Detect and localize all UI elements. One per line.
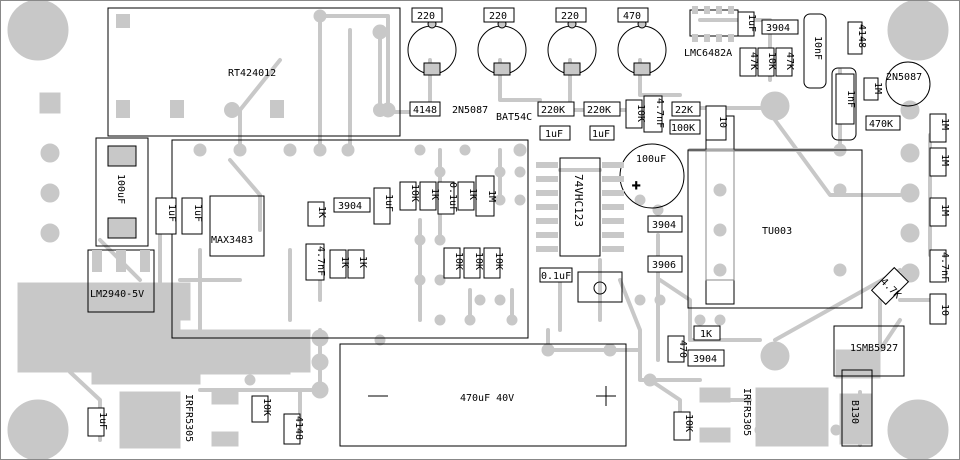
label-r1m-q: 1M	[872, 82, 883, 94]
label-lm2940: LM2940-5V	[90, 289, 144, 300]
label-r100k: 100K	[671, 123, 695, 134]
label-bat54c: BAT54C	[496, 112, 532, 123]
label-c1uf-a: 1uF	[545, 129, 563, 140]
label-q3904-top: 3904	[766, 23, 790, 34]
label-cap100uf-round: 100uF	[636, 154, 666, 165]
mounting-hole-bl	[7, 399, 69, 460]
label-r1k-bot: 1K	[700, 329, 712, 340]
label-irfr-left: IRFR5305	[183, 394, 194, 442]
right-header-pads	[900, 100, 920, 283]
label-r10k-q: 10K	[453, 252, 464, 270]
label-r1k-p: 1K	[357, 256, 368, 268]
label-r470k: 470K	[869, 119, 893, 130]
label-r220b: 220	[489, 11, 507, 22]
label-c1uf-top: 1uF	[746, 14, 757, 32]
label-c01uf: 0.1uF	[447, 182, 458, 212]
label-r10-v: 10	[717, 116, 728, 128]
label-r220c: 220	[561, 11, 579, 22]
label-irfr-right: IRFR5305	[741, 388, 752, 436]
label-d4148-mid: 4148	[413, 105, 437, 116]
label-r10-r: 10	[939, 304, 950, 316]
label-r1m-c: 1M	[939, 204, 950, 216]
label-smb5927: 1SMB5927	[850, 343, 898, 354]
label-r220k-b: 220K	[587, 105, 611, 116]
label-r47k-b: 47K	[784, 52, 795, 70]
label-c1uf-m: 1uF	[383, 194, 394, 212]
relay-outline	[107, 7, 401, 137]
trimpot-4	[617, 19, 667, 76]
label-b130: B130	[849, 400, 860, 424]
cap-100uf-rect	[95, 137, 149, 247]
label-tu003: TU003	[762, 226, 792, 237]
label-r470top: 470	[623, 11, 641, 22]
label-q3906: 3906	[652, 260, 676, 271]
label-r47k-a: 47K	[748, 52, 759, 70]
label-q3904-mid: 3904	[338, 201, 362, 212]
label-r10k-v: 10K	[635, 104, 646, 122]
regulator-tab	[197, 329, 291, 375]
label-d4148-tr: 4148	[856, 24, 867, 48]
mounting-hole-tl	[7, 0, 69, 61]
label-c10nf: 10nF	[812, 36, 823, 60]
label-c1uf-b: 1uF	[592, 129, 610, 140]
label-r1k-m: 1K	[429, 188, 440, 200]
label-c47nf-v: 4.7nF	[654, 98, 665, 128]
left-header-pads	[39, 92, 61, 368]
label-lmc6482: LMC6482A	[684, 48, 732, 59]
label-r470-bot: 470	[677, 340, 688, 358]
label-cap100uf-rect: 100uF	[115, 174, 126, 204]
label-q3904-r: 3904	[652, 220, 676, 231]
label-r10k-a: 10K	[766, 52, 777, 70]
label-r1k-n: 1K	[467, 188, 478, 200]
label-c47nf-r: 4.7nF	[939, 252, 950, 282]
mounting-hole-tr	[887, 0, 949, 61]
tu003-outline	[687, 149, 863, 309]
label-r10k-m: 10K	[409, 184, 420, 202]
trimpot-2	[477, 19, 527, 76]
module-socket	[171, 139, 529, 339]
label-c1uf-l2: 1uF	[192, 204, 203, 222]
label-rt424012: RT424012	[228, 68, 276, 79]
label-q1-2n5087: 2N5087	[452, 105, 488, 116]
label-r1k-o: 1K	[339, 256, 350, 268]
label-r220a: 220	[417, 11, 435, 22]
label-r1m-n: 1M	[486, 190, 497, 202]
label-r1m-a: 1M	[939, 118, 950, 130]
svg-text:+: +	[632, 178, 640, 194]
label-c1nf: 1nF	[845, 90, 856, 108]
label-r10k-s: 10K	[493, 252, 504, 270]
trimpot-3	[547, 19, 597, 76]
component-labels: 220 220 220 470 1uF 3904 10nF 4148 LMC64…	[87, 7, 950, 445]
label-r22k: 22K	[675, 105, 693, 116]
label-r10k-r: 10K	[473, 252, 484, 270]
label-r220k-a: 220K	[541, 105, 565, 116]
label-c01uf-b: 0.1uF	[541, 271, 571, 282]
label-r1m-b: 1M	[939, 154, 950, 166]
label-c1uf-bl: 1uF	[97, 412, 108, 430]
label-r10k-br: 10K	[683, 414, 694, 432]
vhc123-outline	[559, 157, 601, 257]
cap-470uf-outline	[339, 343, 627, 447]
label-c47nf-l: 4.7nF	[315, 246, 326, 276]
label-d4148-bl: 4148	[293, 416, 304, 440]
label-r1k-l: 1K	[316, 206, 327, 218]
label-q3904-bot: 3904	[693, 354, 717, 365]
label-r10k-bl: 10K	[261, 398, 272, 416]
label-max3483: MAX3483	[211, 235, 253, 246]
label-vhc123: 74VHC123	[572, 174, 585, 227]
mounting-hole-br	[887, 399, 949, 460]
label-q2-2n5087: 2N5087	[886, 72, 922, 83]
label-c1uf-l1: 1uF	[166, 204, 177, 222]
trimpot-1	[407, 19, 457, 76]
copper-layer	[7, 0, 949, 460]
label-cap470uf: 470uF 40V	[460, 393, 514, 404]
